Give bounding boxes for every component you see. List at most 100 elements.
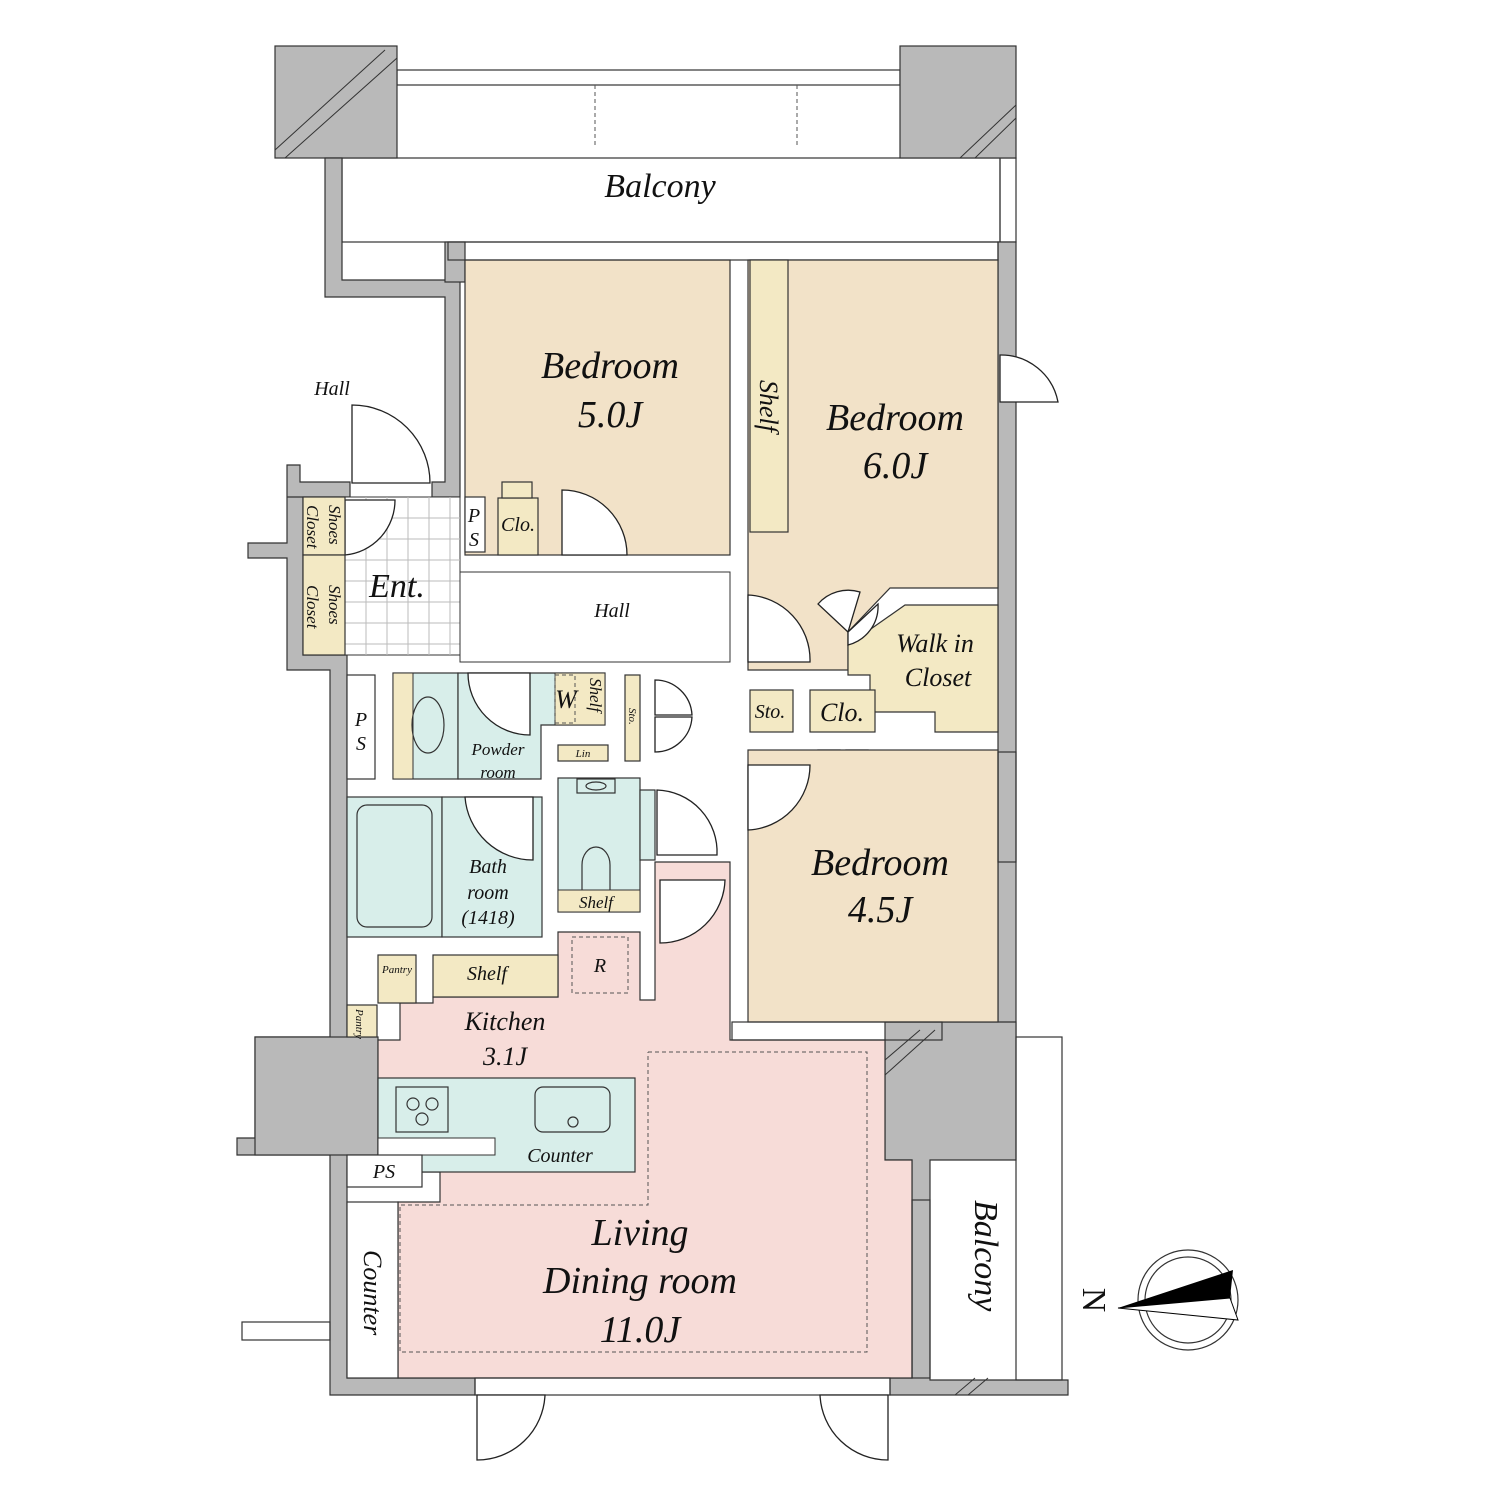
window-living-side xyxy=(911,1199,931,1379)
door-bath-room[interactable] xyxy=(464,796,534,861)
door-walk-in-closet-b[interactable] xyxy=(847,602,879,646)
stove-icon xyxy=(395,1086,449,1133)
bath-room: Bath room (1418) xyxy=(346,796,543,938)
shoes-closet-2-line1: Shoes xyxy=(325,585,344,625)
kitchen-counter-label: Counter xyxy=(527,1145,593,1167)
walk-in-closet-line1: Walk in xyxy=(896,629,974,658)
bedroom-1-name: Bedroom xyxy=(541,345,679,387)
door-toilet[interactable] xyxy=(656,789,718,856)
refrigerator xyxy=(571,936,629,994)
shelf-toilet-label: Shelf xyxy=(579,893,615,912)
kitchen-name: Kitchen xyxy=(464,1007,546,1036)
shoes-closet-1: Shoes Closet xyxy=(302,496,346,556)
living-line1: Living xyxy=(590,1212,688,1254)
bedroom-2: Shelf Bedroom 6.0J xyxy=(747,259,1059,671)
linen-label: Lin xyxy=(575,748,591,760)
walk-in-closet-line2: Closet xyxy=(905,663,972,692)
shelf-bedroom-2 xyxy=(749,259,789,533)
bedroom-3: Bedroom 4.5J xyxy=(731,749,1017,1041)
ps-left xyxy=(346,674,376,780)
hall-inner-label: Hall xyxy=(593,600,630,622)
kitchen-size: 3.1J xyxy=(482,1042,529,1071)
ps-left-line2: S xyxy=(356,733,366,755)
door-bedroom-3[interactable] xyxy=(747,764,811,831)
door-living-right[interactable] xyxy=(819,1394,889,1461)
window-living xyxy=(474,1377,891,1396)
door-bedroom-2-balcony[interactable] xyxy=(999,354,1059,403)
shoes-closet-2-line2: Closet xyxy=(303,585,322,630)
door-hall-ldk[interactable] xyxy=(659,879,726,944)
balcony-right-label: Balcony xyxy=(967,1200,1004,1312)
storage xyxy=(749,689,794,733)
walls xyxy=(236,157,1069,1396)
bedroom-1-size: 5.0J xyxy=(578,394,645,436)
door-living-left[interactable] xyxy=(476,1394,546,1461)
sink-icon xyxy=(534,1086,611,1133)
linen-shelf xyxy=(557,744,609,762)
door-storage-b[interactable] xyxy=(654,716,693,753)
ps-left-line1: P xyxy=(354,709,367,731)
door-walk-in-closet-a[interactable] xyxy=(817,589,861,634)
pantry-2-label: Pantry xyxy=(353,1008,365,1039)
sto-label: Sto. xyxy=(755,701,786,723)
entrance-label: Ent. xyxy=(368,568,425,605)
clo-top-label: Clo. xyxy=(501,514,535,536)
hall-outer-label: Hall xyxy=(313,378,350,400)
door-storage-a[interactable] xyxy=(654,679,693,716)
shelf-bedroom-2-label: Shelf xyxy=(754,380,783,436)
bedroom-3-size: 4.5J xyxy=(848,889,915,931)
window-bedrooms-top xyxy=(447,241,999,261)
pillar-top-left xyxy=(274,45,398,159)
counter-left-label: Counter xyxy=(358,1250,387,1336)
shoes-closet-1-line1: Shoes xyxy=(325,505,344,545)
toilet-room: Shelf xyxy=(557,777,718,913)
ps-top xyxy=(464,496,486,553)
pillar-top-right xyxy=(899,45,1017,159)
shelf-kitchen-label: Shelf xyxy=(467,963,509,985)
powder-room-line2: room xyxy=(480,763,515,782)
shelf-kitchen xyxy=(432,954,559,998)
living-dining-kitchen: Shelf R Pantry Pantry Kitchen 3.1J Count… xyxy=(346,861,931,1461)
compass: N xyxy=(1075,1249,1239,1351)
w-label: W xyxy=(555,685,579,714)
door-bedroom-1[interactable] xyxy=(561,489,628,556)
pantry-1 xyxy=(377,954,417,1004)
shoes-closet-2: Shoes Closet xyxy=(302,554,346,656)
storage-small xyxy=(624,674,641,762)
ps-top-line1: P xyxy=(467,505,480,527)
bedroom-3-name: Bedroom xyxy=(811,842,949,884)
bath-room-line3: (1418) xyxy=(461,907,515,929)
clo-mid xyxy=(809,689,876,733)
washbasin-icon xyxy=(411,696,445,754)
pantry-1-label: Pantry xyxy=(381,964,412,976)
door-entrance-closet[interactable] xyxy=(344,499,396,556)
bedroom-2-size: 6.0J xyxy=(863,445,930,487)
entrance: Ent. xyxy=(344,404,461,656)
counter-left xyxy=(346,1201,399,1379)
toilet-icon xyxy=(581,846,611,890)
shelf-powder-label: Shelf xyxy=(586,678,605,714)
living-line2: Dining room xyxy=(542,1260,737,1302)
compass-needle-icon xyxy=(1118,1270,1233,1308)
balcony-top-label: Balcony xyxy=(604,168,716,205)
bathtub-icon xyxy=(356,804,433,928)
bath-room-line1: Bath xyxy=(469,856,507,878)
powder-room-line1: Powder xyxy=(471,740,525,759)
sto-small-label: Sto. xyxy=(626,708,638,725)
ps-kitchen-label: PS xyxy=(372,1161,395,1183)
north-label: N xyxy=(1075,1288,1112,1313)
hall-inner xyxy=(459,571,731,663)
bath-room-line2: room xyxy=(467,882,508,904)
refrigerator-label: R xyxy=(593,955,606,977)
walk-in-closet: Walk in Closet xyxy=(817,589,999,733)
door-powder-room[interactable] xyxy=(467,672,531,736)
clo-mid-label: Clo. xyxy=(820,698,864,727)
ps-top-line2: S xyxy=(469,529,479,551)
ps-kitchen xyxy=(346,1154,423,1188)
door-bedroom-2[interactable] xyxy=(747,594,811,663)
living-size: 11.0J xyxy=(600,1309,683,1351)
powder-room: W Shelf Powder room Lin xyxy=(392,672,609,782)
door-front-entrance[interactable] xyxy=(351,404,431,484)
pantry-2 xyxy=(346,1004,378,1038)
